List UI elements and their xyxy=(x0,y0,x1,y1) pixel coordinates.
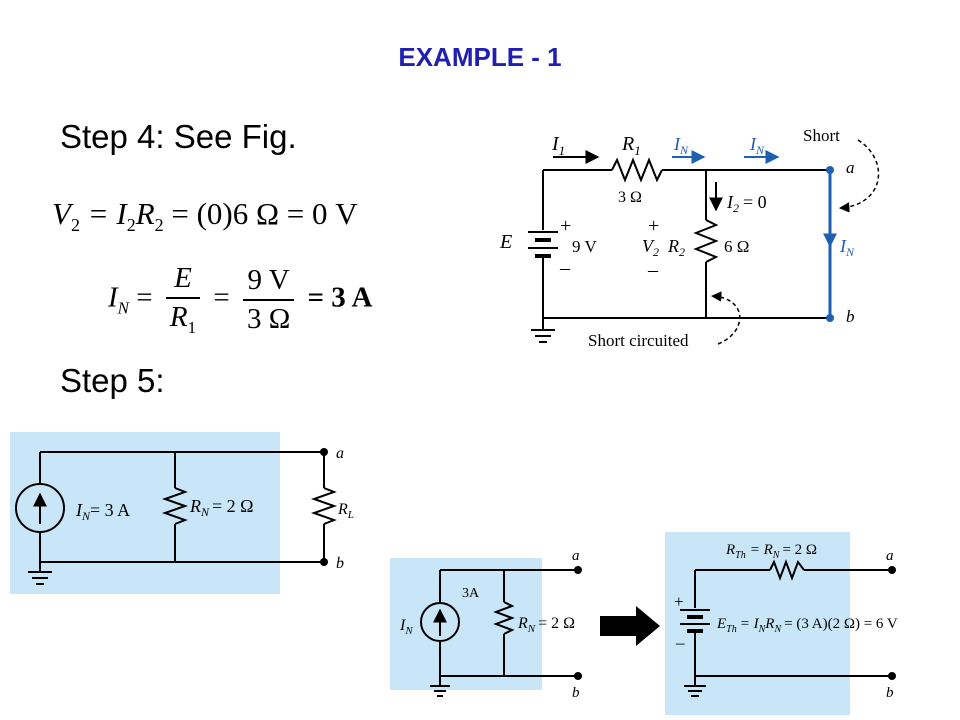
equation-v2: V2 = I2R2 = (0)6 Ω = 0 V xyxy=(52,196,358,236)
fig1-short-circuited-label: Short circuited xyxy=(588,331,689,350)
node-a-terminal xyxy=(826,166,834,174)
fig4-rth-resistor xyxy=(769,559,805,581)
fig1-v2-plus: + xyxy=(648,215,659,237)
fig2-rl-label: RL xyxy=(337,501,354,521)
fig1-i1-label: I1 xyxy=(551,133,565,158)
fig3-rn-label: RN= 2 Ω xyxy=(517,615,575,635)
fig1-node-a: a xyxy=(846,158,855,177)
fig1-v2-label: V2 xyxy=(642,236,659,259)
fig1-e-value: 9 V xyxy=(572,237,597,256)
fig1-in-label-2: IN xyxy=(749,134,765,157)
r2-resistor xyxy=(693,219,719,263)
node-b-terminal xyxy=(826,314,834,322)
fig2-rn-resistor xyxy=(161,487,189,525)
page-title: EXAMPLE - 1 xyxy=(398,42,562,72)
fig3-circuit xyxy=(420,569,578,697)
fig3-node-a: a xyxy=(572,548,580,564)
fig4-minus: – xyxy=(675,633,685,652)
fig1-circuit xyxy=(528,139,880,345)
fig1-e-plus: + xyxy=(560,215,571,237)
fig4-eth-label: ETh= INRN= (3 A)(2 Ω) = 6 V xyxy=(716,616,898,635)
fig3-rn-resistor xyxy=(493,601,515,635)
fig3-source-value: 3A xyxy=(462,586,480,601)
fig3-in-label: IN xyxy=(399,617,413,637)
fig4-node-a: a xyxy=(886,548,894,564)
fig1-i2-label: I2= 0 xyxy=(726,192,767,215)
fig1-v2-minus: – xyxy=(647,259,659,281)
fig2-rn-label: RN= 2 Ω xyxy=(189,496,254,519)
step5-label: Step 5: xyxy=(60,362,165,399)
fig1-in-label-3: IN xyxy=(839,236,855,259)
fig1-r2-value: 6 Ω xyxy=(724,237,749,256)
fig1-short-label: Short xyxy=(803,126,840,145)
fig4-node-b: b xyxy=(886,685,894,701)
fig1-e-label: E xyxy=(499,231,512,253)
fig1-node-b: b xyxy=(846,307,855,326)
fig1-in-label-1: IN xyxy=(673,134,689,157)
r1-resistor xyxy=(611,157,663,183)
fig1-r2-label: R2 xyxy=(667,236,685,259)
fig3-node-b: b xyxy=(572,685,580,701)
fig1-r1-label: R1 xyxy=(621,133,641,158)
fig3-panel xyxy=(390,558,542,690)
fig4-rth-label: RTh= RN= 2 Ω xyxy=(725,542,817,561)
fig2-node-b: b xyxy=(336,555,344,572)
fig2-node-a: a xyxy=(336,445,344,462)
step4-label: Step 4: See Fig. xyxy=(60,118,297,155)
fig2-circuit xyxy=(15,451,338,585)
fig2-rl-resistor xyxy=(310,487,338,525)
conversion-arrow-icon xyxy=(600,606,660,646)
fig2-in-label: IN= 3 A xyxy=(75,500,130,523)
fig1-r1-value: 3 Ω xyxy=(618,189,642,206)
fig2-panel xyxy=(10,432,280,594)
fig4-plus: + xyxy=(674,592,684,611)
fig1-e-minus: – xyxy=(559,257,571,279)
fig4-circuit xyxy=(680,559,892,697)
